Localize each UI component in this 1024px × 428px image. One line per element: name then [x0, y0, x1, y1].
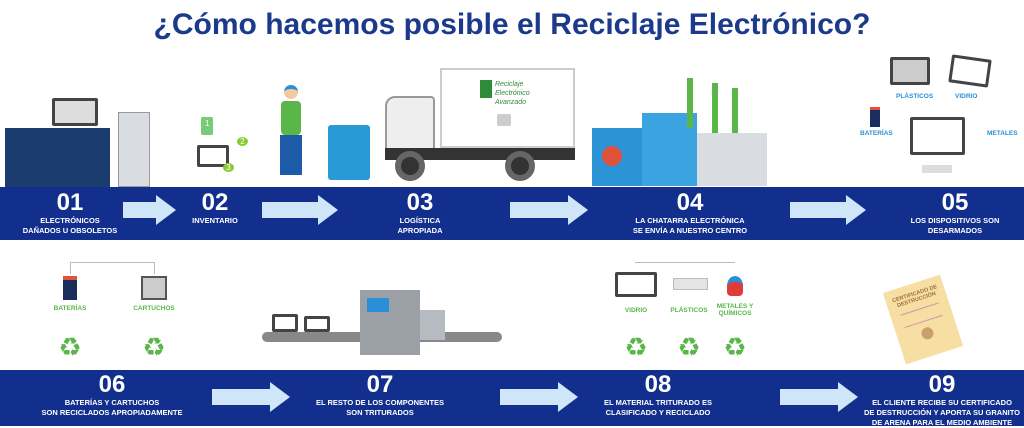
truck-logo-icon: [480, 80, 492, 98]
office-desk-illustration: [5, 128, 110, 187]
page-title: ¿Cómo hacemos posible el Reciclaje Elect…: [153, 8, 871, 41]
step-07: 07El resto de los componentesson tritura…: [315, 371, 445, 418]
recycle-icon: ♻: [723, 332, 747, 362]
arrow-right-icon: [790, 195, 866, 225]
arrow-right-icon: [123, 195, 176, 225]
cartridge-icon: [141, 276, 167, 300]
label-plastics: PLÁSTICOS: [896, 93, 934, 100]
battery-icon: [63, 276, 77, 300]
flask-icon: [727, 276, 743, 296]
recycle-icon: ♻: [624, 332, 648, 362]
arrow-right-icon: [780, 382, 858, 412]
label-batteries: BATERÍAS: [53, 305, 87, 312]
lock-icon: [497, 114, 511, 126]
inventory-devices-illustration: 1 2 3: [195, 115, 250, 175]
step-03: 03Logísticaapropiada: [397, 189, 443, 236]
marker-3: 3: [223, 163, 234, 172]
recycling-bin-illustration: [328, 125, 370, 180]
recycle-icon: ♻: [142, 332, 166, 362]
label-cartridges: CARTUCHOS: [133, 305, 175, 312]
label-plastics: PLÁSTICOS: [670, 307, 708, 314]
arrow-right-icon: [262, 195, 338, 225]
truck-label-line: Avanzado: [495, 99, 527, 106]
label-glass: VIDRIO: [624, 307, 648, 314]
battery-icon: [870, 107, 880, 127]
step-06: 06Baterías y cartuchosson reciclados apr…: [41, 371, 183, 418]
truck-label-line: Electrónico: [495, 90, 530, 97]
truck-label-line: Reciclaje: [495, 81, 524, 88]
shredder-machine-illustration: [262, 290, 502, 360]
copier-illustration: [118, 112, 150, 187]
step-05: 05Los dispositivos sondesarmados: [910, 189, 1000, 236]
label-glass: VIDRIO: [955, 93, 978, 100]
marker-2: 2: [237, 137, 248, 146]
disassembly-diagram: PLÁSTICOS VIDRIO BATERÍAS METALES: [850, 50, 1024, 185]
keyboard-icon: [673, 278, 708, 290]
arrow-right-icon: [510, 195, 588, 225]
step-01: 01Electrónicosdañados u obsoletos: [22, 189, 118, 236]
arrow-right-icon: [212, 382, 290, 412]
step-02: 02Inventario: [192, 189, 238, 226]
label-metals: METALES: [987, 130, 1018, 137]
label-batteries: BATERÍAS: [860, 130, 893, 137]
desktop-monitor-icon: [52, 98, 98, 126]
worker-illustration: [275, 85, 305, 185]
label-metals-chemicals: METALES Y QUÍMICOS: [716, 303, 754, 317]
recycle-icon: ♻: [677, 332, 701, 362]
recycle-icon: ♻: [58, 332, 82, 362]
seal-icon: [919, 325, 936, 341]
glass-monitor-icon: [615, 272, 657, 297]
lock-icon: [602, 146, 622, 166]
truck-illustration: Reciclaje Electrónico Avanzado: [385, 68, 575, 183]
step-09: 09El cliente recibe su certificadode des…: [864, 371, 1020, 428]
arrow-right-icon: [500, 382, 578, 412]
marker-1: 1: [205, 119, 210, 128]
recycling-center-illustration: [592, 78, 767, 186]
certificate-illustration: CERTIFICADO DE DESTRUCCIÓN: [882, 274, 964, 365]
step-04: 04La chatarra electrónicase envía a nues…: [632, 189, 748, 236]
step-08: 08El material triturado esclasificado y …: [604, 371, 712, 418]
